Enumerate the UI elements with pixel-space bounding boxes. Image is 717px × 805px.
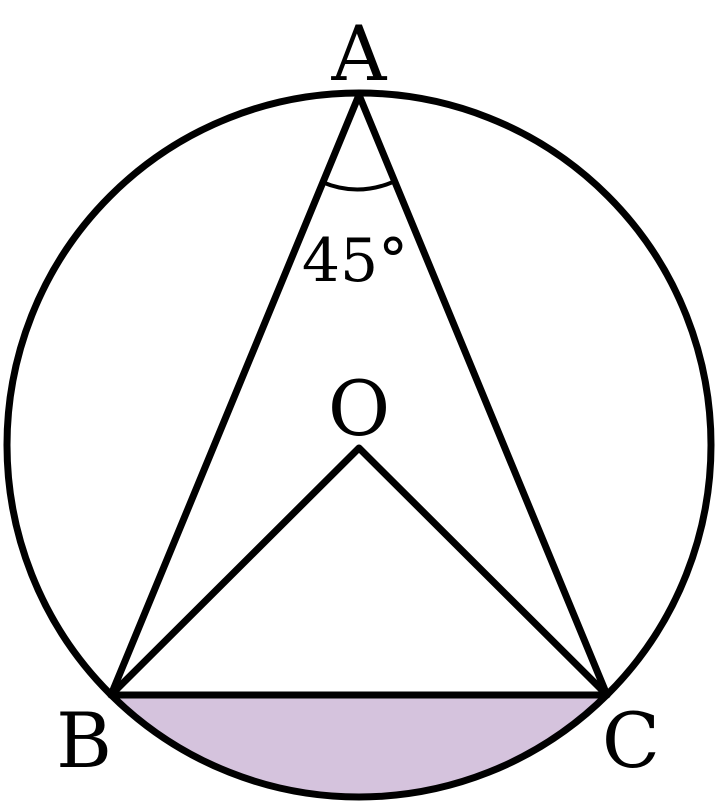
triangle-abc (107, 91, 611, 699)
shaded-segment-bc (111, 695, 607, 799)
angle-arc-a (321, 180, 394, 192)
angle-label-a: 45° (302, 226, 408, 296)
point-label-b: B (56, 696, 112, 785)
point-label-c: C (602, 696, 660, 785)
radii-ob-oc (107, 444, 611, 699)
point-label-a: A (331, 9, 388, 98)
point-label-o: O (328, 364, 390, 453)
